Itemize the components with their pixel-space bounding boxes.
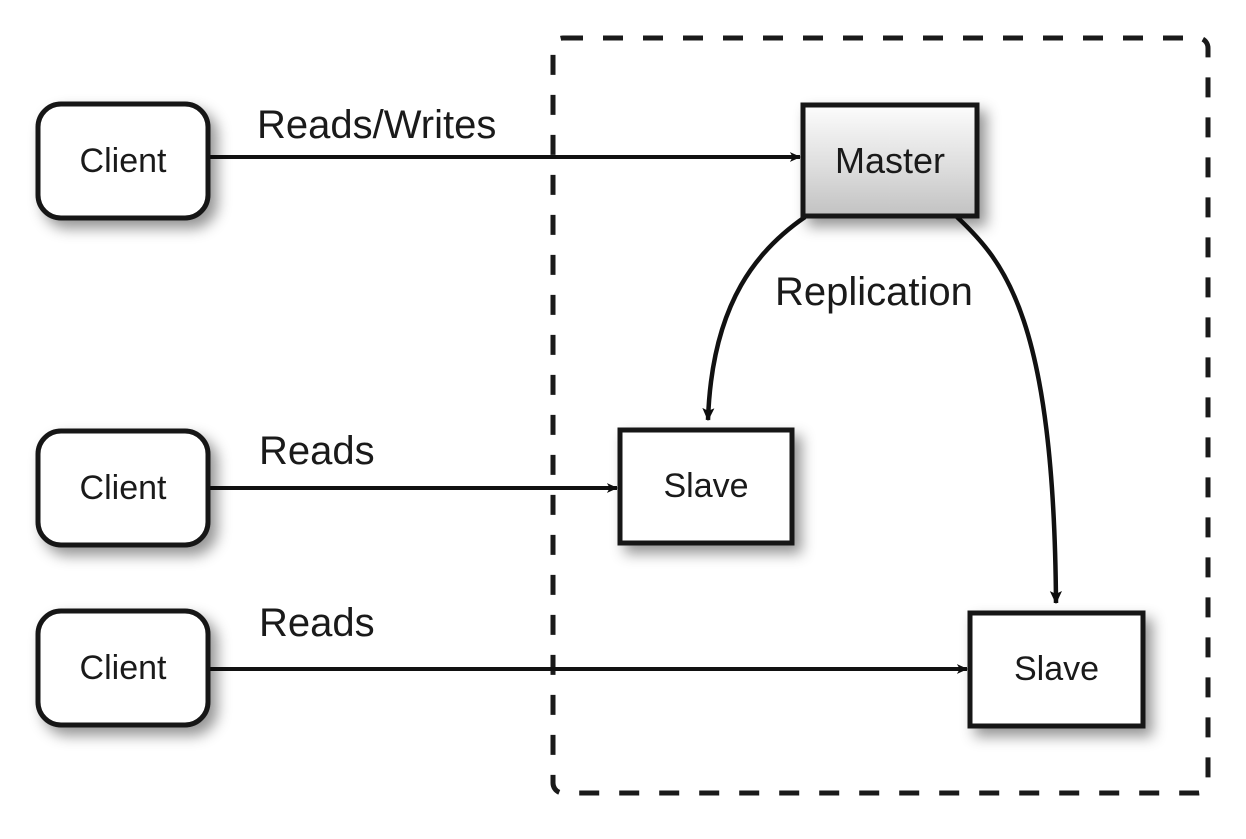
edge-label-reads-middle: Reads	[259, 429, 375, 473]
slave-2-node-box[interactable]	[967, 610, 1146, 729]
edge-label-reads-bottom: Reads	[259, 601, 375, 645]
connector-master-to-slave-1-replication	[702, 215, 807, 422]
connector-master-to-slave-2-replication	[955, 215, 1062, 605]
client-top-box[interactable]	[35, 101, 211, 221]
client-bottom-box[interactable]	[35, 608, 211, 728]
slave-1-node-box[interactable]	[617, 427, 795, 546]
database-cluster-boundary	[550, 35, 1211, 796]
edge-label-replication: Replication	[775, 270, 973, 314]
master-node-box[interactable]	[800, 102, 980, 219]
edge-label-reads-writes: Reads/Writes	[257, 103, 497, 147]
client-middle-box[interactable]	[35, 428, 211, 548]
